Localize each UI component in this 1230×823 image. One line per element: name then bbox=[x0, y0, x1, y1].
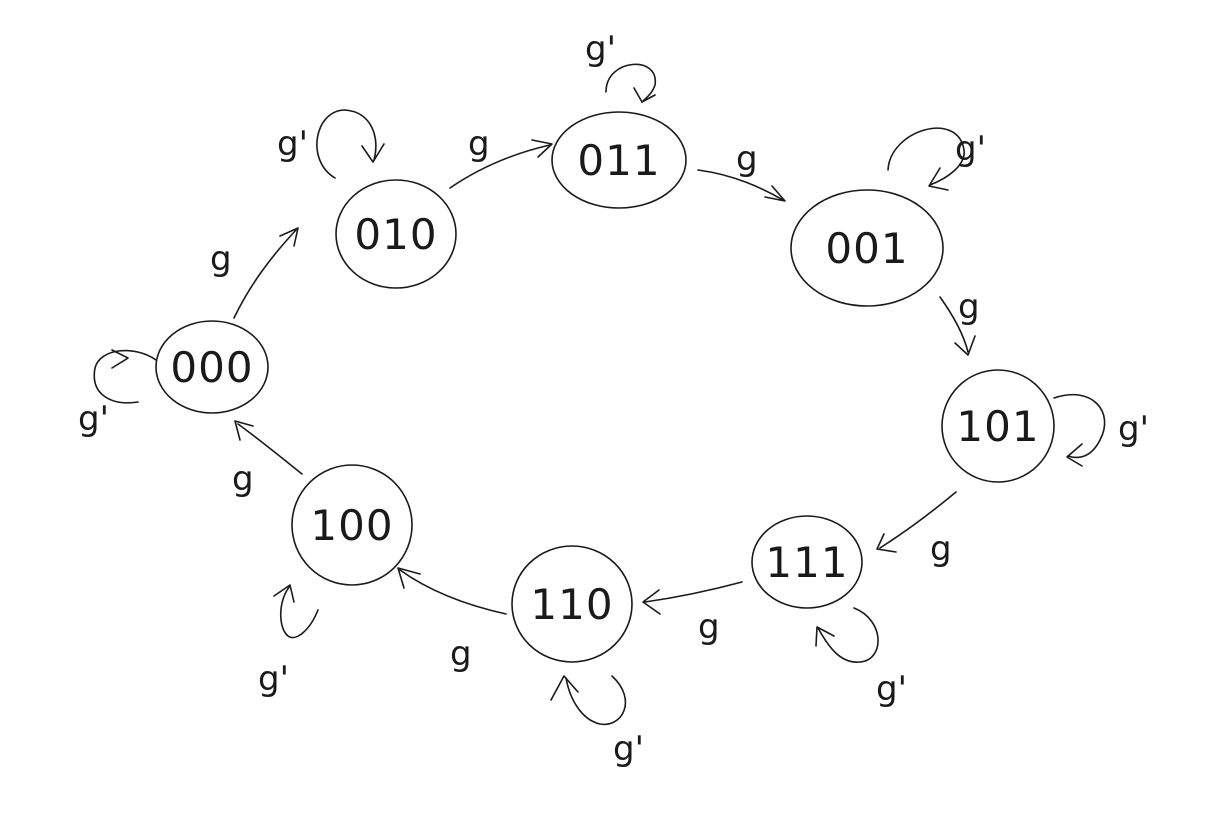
state-label: 100 bbox=[310, 501, 393, 550]
self-loop-111: g' bbox=[815, 607, 907, 709]
transition-label: g bbox=[736, 139, 758, 179]
transition-101-111: g bbox=[876, 491, 957, 569]
transition-000-010: g bbox=[210, 227, 299, 319]
state-label: 101 bbox=[956, 402, 1039, 451]
transition-label: g bbox=[930, 529, 952, 569]
transition-label: g bbox=[232, 459, 254, 499]
state-101: 101 bbox=[941, 369, 1055, 483]
state-label: 110 bbox=[530, 580, 613, 629]
state-100: 100 bbox=[291, 464, 413, 586]
self-loop-100: g' bbox=[258, 584, 319, 699]
transition-010-011: g bbox=[449, 124, 553, 189]
self-loop-label: g' bbox=[876, 669, 907, 709]
transition-111-110: g bbox=[642, 581, 743, 647]
state-label: 000 bbox=[170, 343, 253, 392]
self-loop-000: g' bbox=[78, 349, 157, 439]
transition-label: g bbox=[210, 239, 232, 279]
self-loop-label: g' bbox=[955, 129, 986, 169]
self-loop-001: g' bbox=[887, 127, 986, 191]
state-000: 000 bbox=[155, 320, 269, 414]
self-loop-label: g' bbox=[585, 29, 616, 69]
state-011: 011 bbox=[551, 111, 687, 209]
self-loop-110: g' bbox=[550, 675, 644, 769]
transition-label: g bbox=[468, 124, 490, 164]
transition-100-000: g bbox=[232, 420, 303, 499]
self-loop-011: g' bbox=[585, 29, 656, 103]
state-110: 110 bbox=[511, 545, 633, 663]
state-111: 111 bbox=[751, 515, 863, 609]
transition-label: g bbox=[698, 607, 720, 647]
self-loop-label: g' bbox=[78, 399, 109, 439]
state-001: 001 bbox=[790, 189, 944, 307]
self-loop-label: g' bbox=[613, 729, 644, 769]
self-loop-label: g' bbox=[277, 124, 308, 164]
state-label: 111 bbox=[765, 538, 848, 587]
transition-110-100: g bbox=[397, 567, 507, 674]
transition-label: g bbox=[958, 287, 980, 327]
self-loop-101: g' bbox=[1053, 393, 1149, 467]
transition-001-101: g bbox=[939, 287, 980, 356]
self-loop-010: g' bbox=[277, 109, 385, 179]
state-label: 011 bbox=[577, 136, 660, 185]
self-loop-label: g' bbox=[1118, 409, 1149, 449]
self-loop-label: g' bbox=[258, 659, 289, 699]
state-label: 010 bbox=[354, 210, 437, 259]
transition-label: g bbox=[450, 634, 472, 674]
state-label: 001 bbox=[825, 224, 908, 273]
state-010: 010 bbox=[335, 179, 457, 289]
transition-011-001: g bbox=[697, 139, 786, 202]
